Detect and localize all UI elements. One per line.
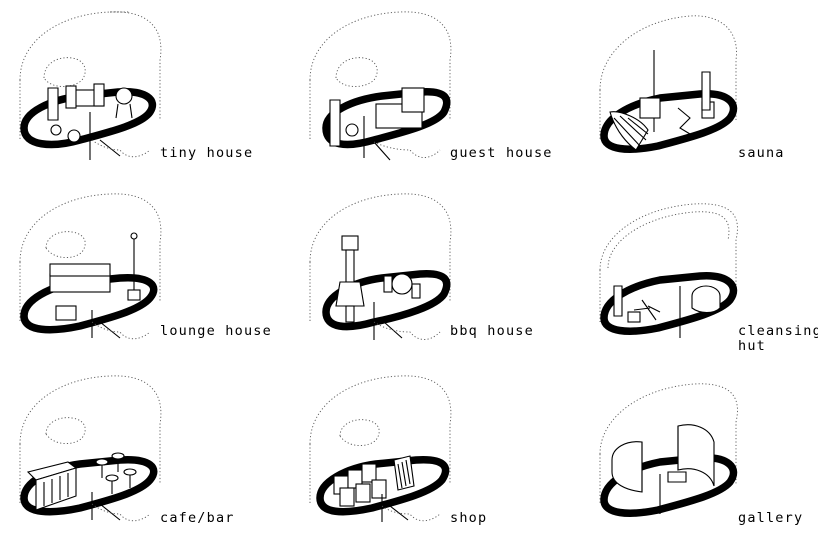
guest-house-label: guest house xyxy=(450,145,553,161)
bbq-house-label: bbq house xyxy=(450,323,534,339)
gallery-drawing xyxy=(599,383,738,517)
cleansing-hut-label: cleansing hut xyxy=(738,324,818,354)
module-sauna: sauna xyxy=(590,0,818,182)
module-lounge-house: lounge house xyxy=(0,182,272,364)
cleansing-hut-label-line2: hut xyxy=(738,338,766,354)
guest-house-drawing xyxy=(309,11,452,161)
bbq-house-drawing xyxy=(309,193,452,340)
module-shop: shop xyxy=(290,364,562,546)
cafe-bar-drawing xyxy=(19,375,162,522)
sauna-drawing xyxy=(599,15,738,153)
cleansing-hut-drawing xyxy=(599,203,738,338)
lounge-house-drawing xyxy=(19,193,162,340)
module-cleansing-hut: cleansing hut xyxy=(590,182,818,364)
module-cafe-bar: cafe/bar xyxy=(0,364,272,546)
tiny-house-drawing xyxy=(19,11,162,160)
lounge-house-label: lounge house xyxy=(160,323,272,339)
gallery-label: gallery xyxy=(738,510,804,526)
cafe-bar-label: cafe/bar xyxy=(160,510,235,526)
shop-drawing xyxy=(309,375,452,522)
sauna-label: sauna xyxy=(738,145,785,161)
module-gallery: gallery xyxy=(590,364,818,546)
cleansing-hut-label-line1: cleansing xyxy=(738,323,818,339)
tiny-house-label: tiny house xyxy=(160,145,254,161)
module-bbq-house: bbq house xyxy=(290,182,562,364)
shop-label: shop xyxy=(450,510,488,526)
module-guest-house: guest house xyxy=(290,0,562,182)
module-tiny-house: tiny house xyxy=(0,0,272,182)
